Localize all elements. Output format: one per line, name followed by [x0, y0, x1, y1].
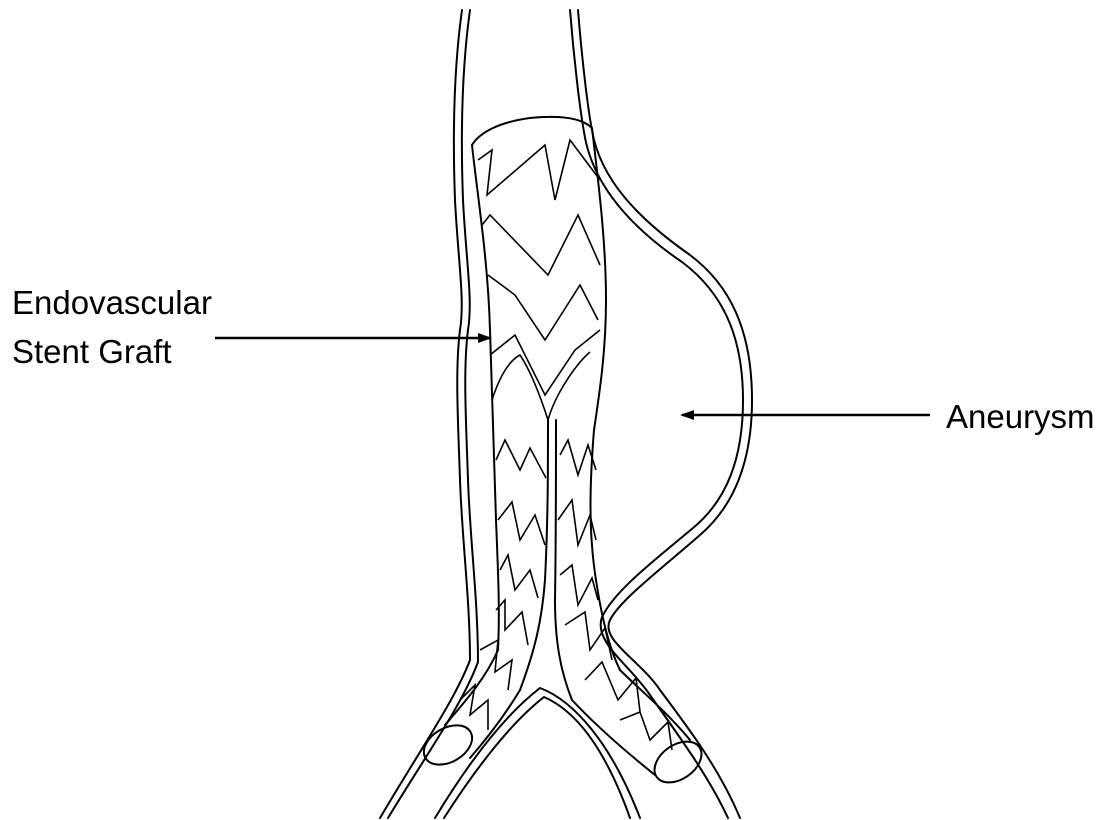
stent-top-rim [472, 117, 592, 145]
stent-label-line1: Endovascular [12, 284, 212, 321]
left-leg-ring-5 [480, 640, 512, 690]
stent-ring-1 [478, 140, 600, 200]
stent-ring-2 [482, 215, 600, 275]
stent-label-line2: Stent Graft [12, 333, 172, 370]
left-leg-ring-1 [496, 440, 546, 478]
left-leg-ring-4 [496, 600, 528, 645]
right-leg-ring-5 [585, 662, 640, 712]
stent-ring-3 [488, 275, 598, 340]
right-leg-end [647, 733, 709, 791]
aorta-left-wall-outer [380, 10, 470, 818]
right-leg-inner [572, 700, 655, 775]
bifurcation-inner [444, 697, 630, 818]
right-leg-ring-4 [565, 612, 612, 660]
stent-graft [417, 117, 709, 791]
left-leg-ring-3 [500, 555, 538, 598]
right-leg-ring-3 [560, 565, 598, 605]
stent-center-seam-right [555, 420, 572, 700]
right-leg-outer [620, 670, 690, 740]
aorta-left-wall-inner [388, 10, 478, 818]
right-leg-ring-6 [620, 712, 672, 750]
aneurysm-label: Aneurysm [946, 398, 1095, 435]
left-leg-ring-2 [498, 502, 545, 545]
